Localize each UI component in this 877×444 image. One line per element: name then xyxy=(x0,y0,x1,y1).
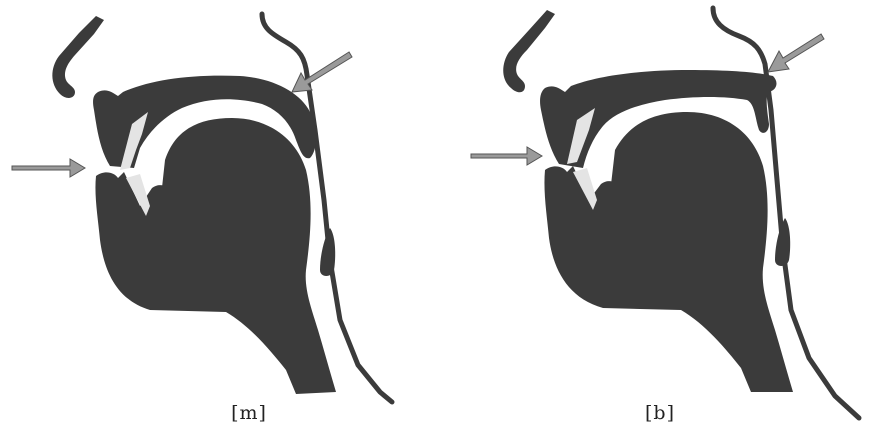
label-m: [m] xyxy=(199,402,299,424)
lips-arrow xyxy=(12,159,85,177)
vocal-tract-m xyxy=(0,0,438,444)
epiglottis xyxy=(320,228,335,276)
label-b: [b] xyxy=(610,402,710,424)
velum-arrow xyxy=(768,34,824,72)
panel-b: [b] xyxy=(439,0,877,444)
lips-arrow xyxy=(471,147,542,165)
vocal-tract-b xyxy=(439,0,877,444)
epiglottis xyxy=(775,218,790,266)
nose xyxy=(52,16,104,98)
nose xyxy=(503,10,555,92)
panel-m: [m] xyxy=(0,0,438,444)
